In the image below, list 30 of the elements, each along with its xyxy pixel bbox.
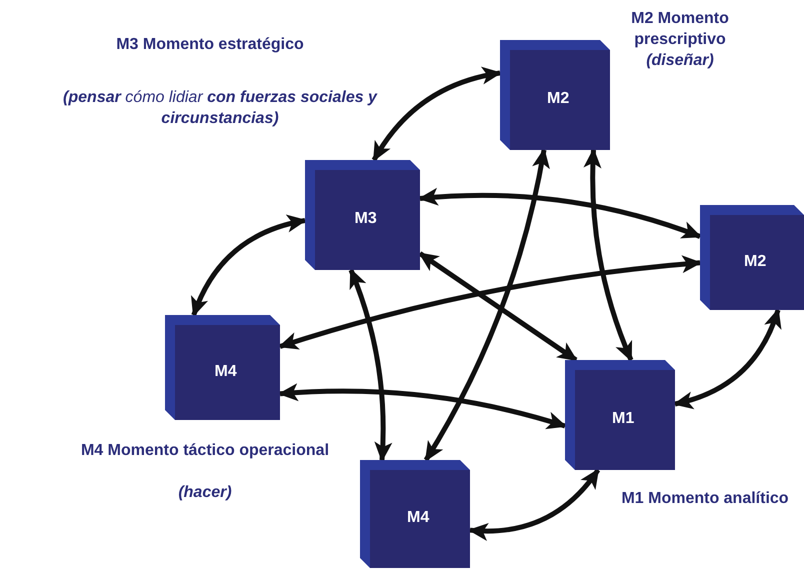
cube-node — [360, 460, 470, 568]
double-arrow — [673, 308, 781, 409]
cube-node — [165, 315, 280, 420]
double-arrow — [418, 188, 702, 239]
cube-node — [700, 205, 804, 310]
stage-title: M2 Momento prescriptivo — [630, 9, 730, 50]
double-arrow — [424, 148, 550, 462]
double-arrow — [584, 148, 634, 362]
stage-description: (diseñar) — [645, 51, 715, 71]
stage-title: M3 Momento estratégico — [115, 35, 305, 55]
node-label: M4 — [407, 509, 430, 527]
cube-node — [500, 40, 610, 150]
node-label: M4 — [214, 362, 237, 380]
double-arrow — [278, 384, 567, 430]
double-arrow — [372, 67, 502, 162]
double-arrow — [278, 255, 702, 350]
node-label: M2 — [744, 252, 766, 270]
cube-node — [305, 160, 420, 270]
stage-description: (pensar cómo lidiar con fuerzas sociales y circunstancias) — [62, 88, 378, 129]
stage-title: M4 Momento táctico operacional — [80, 441, 330, 461]
cube-node — [565, 360, 675, 470]
double-arrow — [348, 268, 392, 462]
node-label: M1 — [612, 410, 634, 428]
node-label: M2 — [547, 90, 570, 108]
double-arrow — [191, 215, 307, 317]
stage-title: M1 Momento analítico — [620, 489, 790, 509]
double-arrow — [418, 251, 578, 362]
double-arrow — [468, 468, 600, 540]
stage-description: (hacer) — [177, 483, 233, 503]
node-label: M3 — [354, 210, 377, 228]
